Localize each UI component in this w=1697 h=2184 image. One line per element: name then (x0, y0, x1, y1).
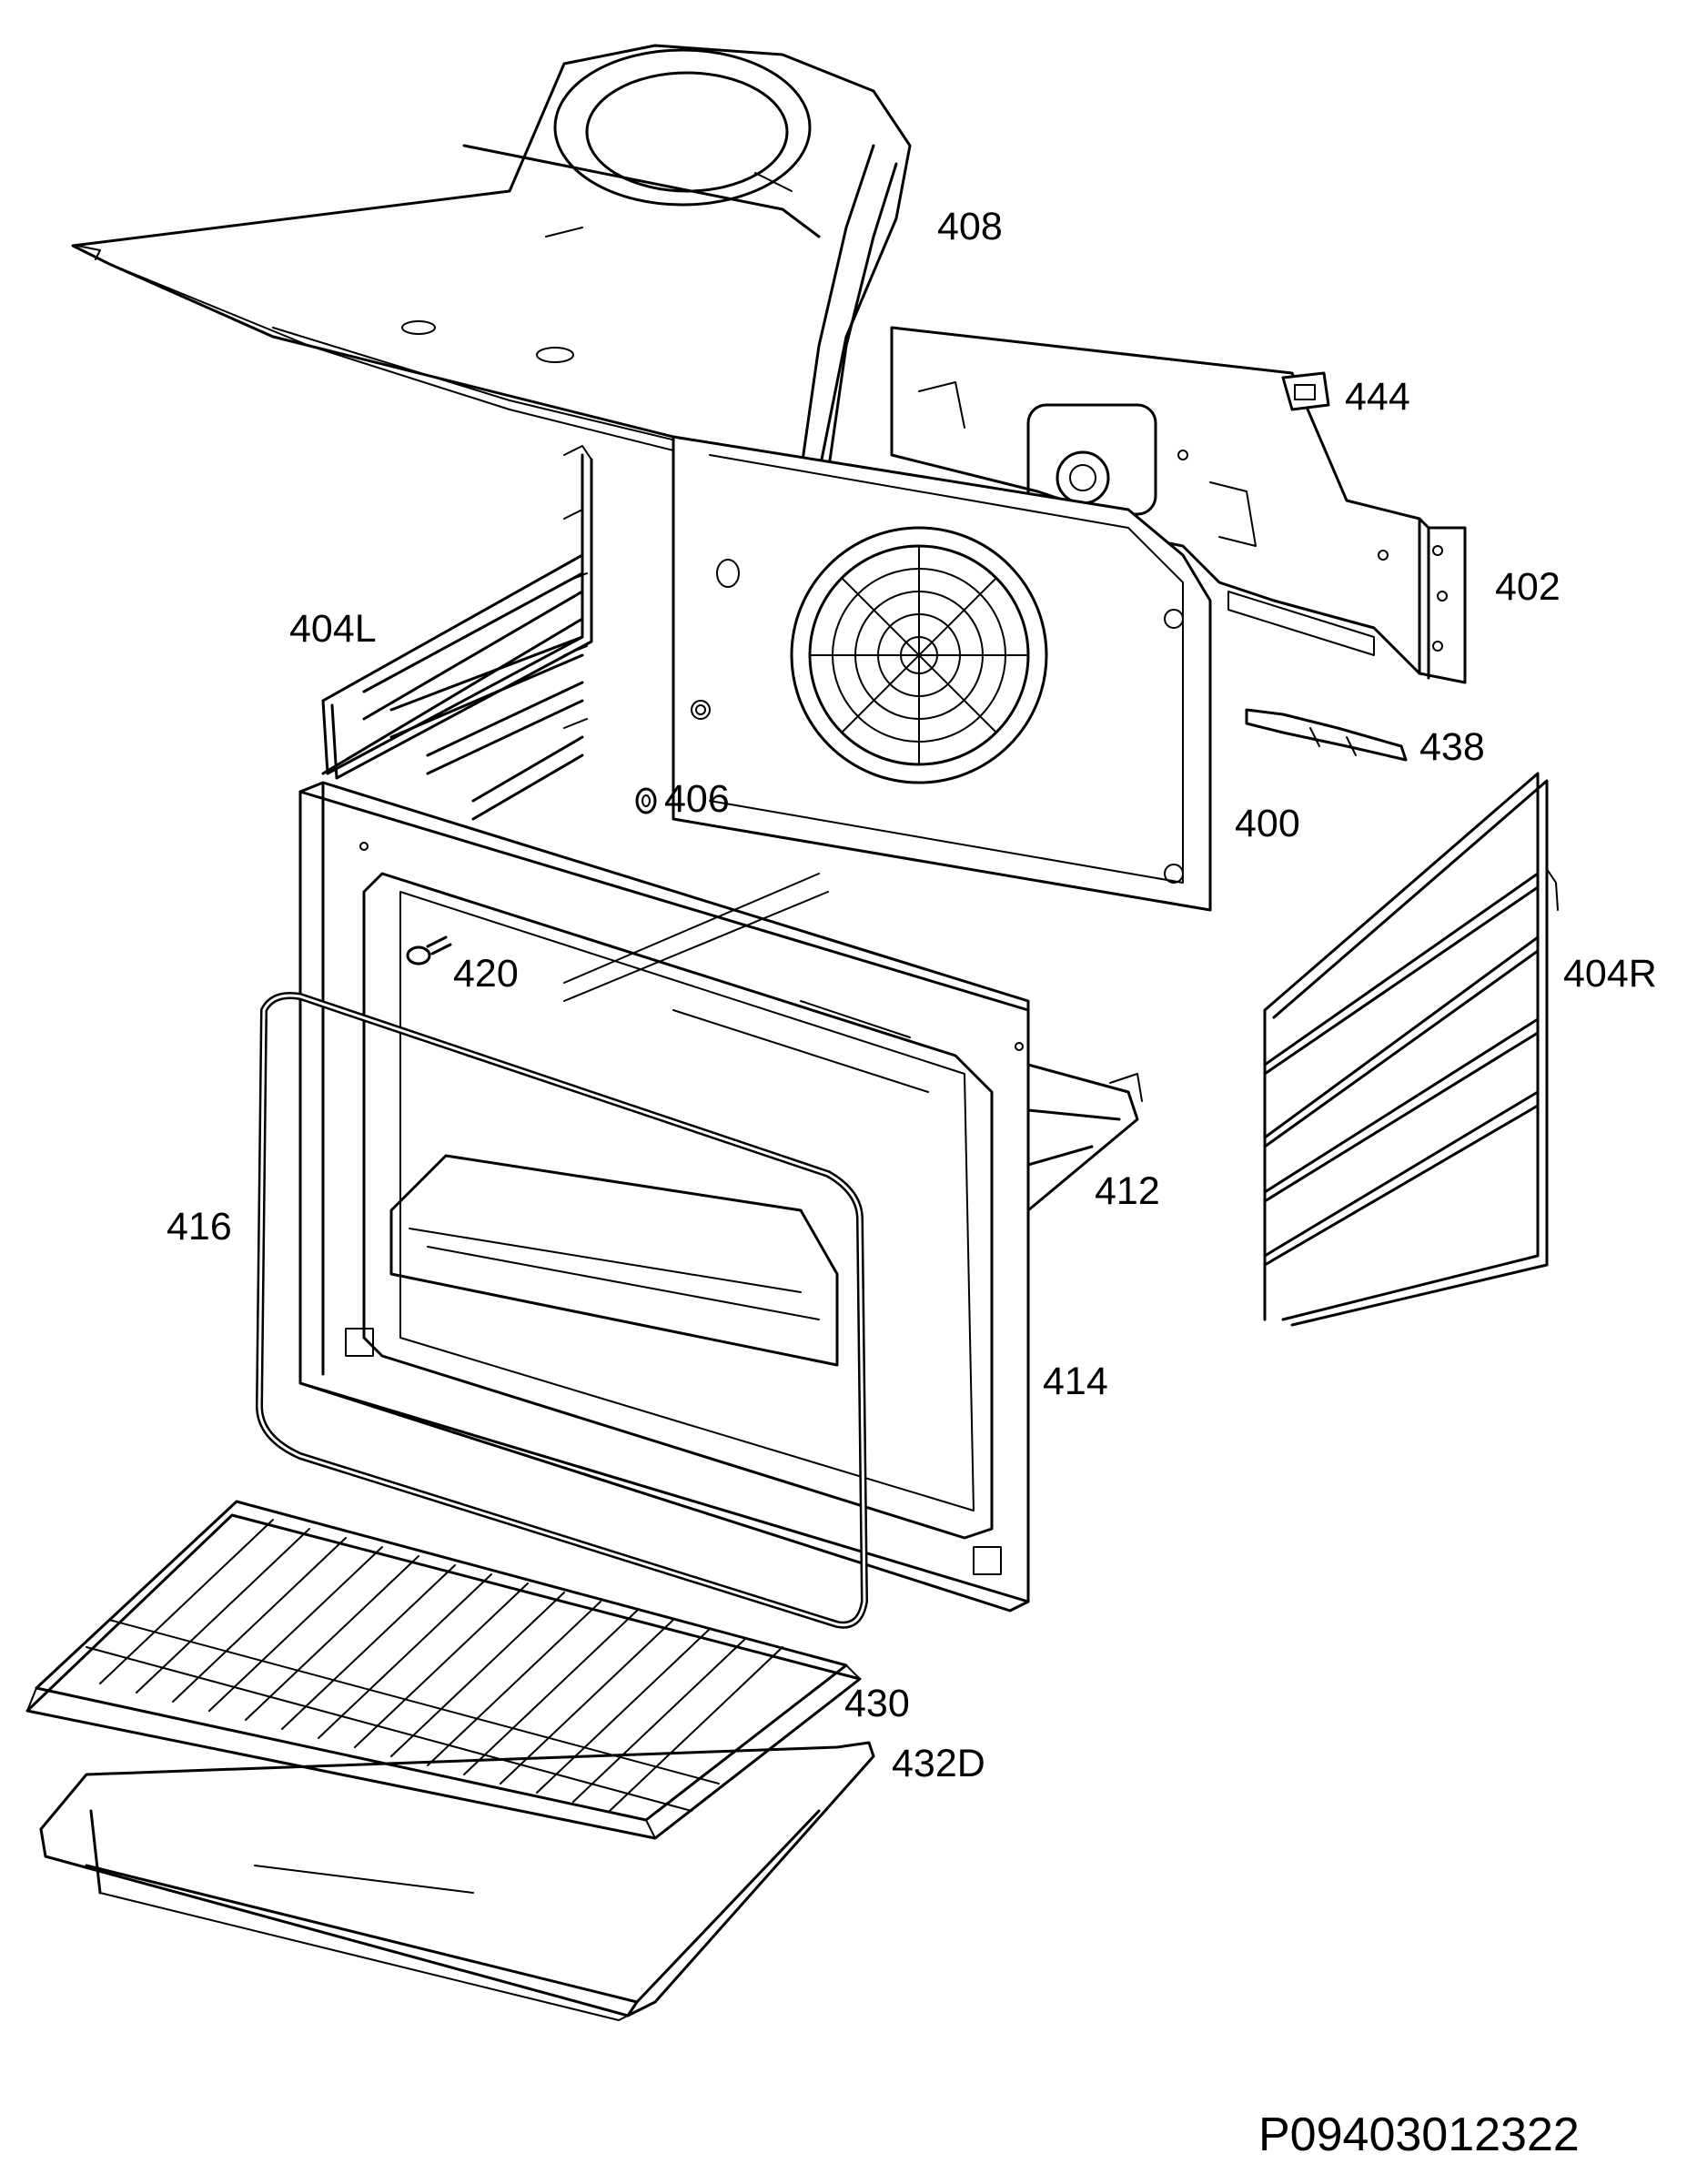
part-420-screw (406, 935, 452, 966)
part-408-top-cover (71, 44, 912, 498)
part-404L-left-rails (321, 445, 593, 821)
callout-404L: 404L (289, 607, 377, 651)
part-438-bracket (1245, 708, 1408, 762)
part-414-cavity-frame (298, 781, 1030, 1613)
callout-420: 420 (453, 952, 519, 996)
callout-402: 402 (1495, 565, 1561, 609)
part-444-switch (1281, 371, 1330, 411)
part-400-back-wall (672, 435, 1212, 912)
callout-406: 406 (664, 777, 730, 821)
callout-432D: 432D (892, 1742, 985, 1785)
callout-414: 414 (1043, 1360, 1108, 1403)
part-416-door-gasket (256, 992, 868, 1629)
part-412-rack (389, 1063, 1143, 1367)
part-402-rear-panel (890, 326, 1467, 684)
callout-400: 400 (1235, 802, 1300, 845)
part-432D-baking-tray (39, 1741, 875, 2021)
part-406-nut (635, 787, 657, 814)
callout-416: 416 (167, 1205, 232, 1249)
callout-438: 438 (1419, 725, 1485, 769)
callout-408: 408 (937, 205, 1003, 248)
document-id: P09403012322 (1258, 2108, 1580, 2161)
callout-430: 430 (844, 1682, 910, 1725)
callout-412: 412 (1095, 1169, 1160, 1213)
part-430-wire-grill (25, 1500, 862, 1840)
callout-404R: 404R (1563, 952, 1657, 996)
part-404R-right-rails (1263, 772, 1559, 1327)
callout-444: 444 (1345, 375, 1410, 419)
